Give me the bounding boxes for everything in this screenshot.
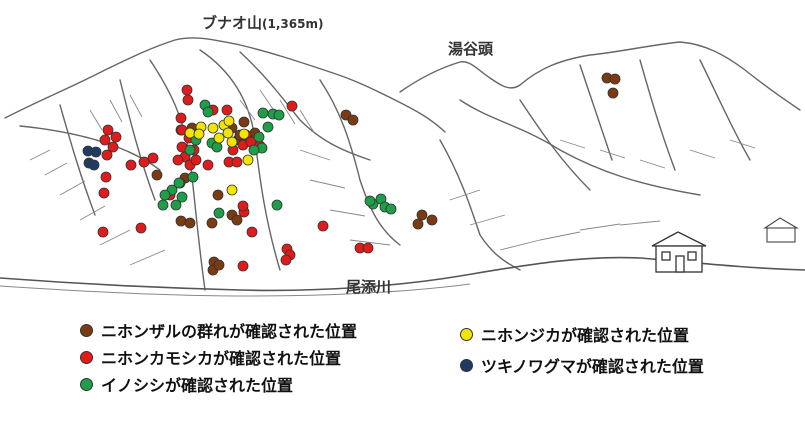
monkey-sighting-dot (609, 73, 621, 85)
boar-sighting-dot (202, 106, 214, 118)
boar-sighting-dot (262, 121, 274, 133)
mountain-sketch (4, 37, 801, 291)
deer-sighting-dot (193, 128, 205, 140)
legend-serow-label: ニホンカモシカが確認された位置 (101, 349, 342, 368)
monkey-sighting-dot (416, 209, 428, 221)
serow-sighting-dot (175, 112, 187, 124)
boar-sighting-dot (184, 144, 196, 156)
peak-elevation: (1,365m) (262, 17, 324, 31)
serow-sighting-dot (190, 154, 202, 166)
monkey-sighting-dot (412, 218, 424, 230)
legend-bear: ツキノワグマが確認された位置 (460, 353, 704, 377)
bear-sighting-dot (88, 159, 100, 171)
boar-sighting-dot (157, 199, 169, 211)
legend-boar: イノシシが確認された位置 (80, 372, 293, 396)
serow-sighting-dot (237, 200, 249, 212)
serow-sighting-dot (138, 156, 150, 168)
legend-deer-dot (460, 327, 473, 341)
deer-sighting-dot (226, 184, 238, 196)
legend-bear-dot (460, 358, 473, 372)
deer-sighting-dot (184, 127, 196, 139)
boar-sighting-dot (211, 141, 223, 153)
serow-sighting-dot (231, 156, 243, 168)
peak-label: ブナオ山(1,365m) (202, 12, 323, 33)
monkey-sighting-dot (206, 217, 218, 229)
deer-sighting-dot (223, 115, 235, 127)
serow-sighting-dot (110, 131, 122, 143)
legend-deer-label: ニホンジカが確認された位置 (481, 326, 690, 345)
hatch-texture (29, 89, 756, 266)
serow-sighting-dot (317, 220, 329, 232)
boar-sighting-dot (213, 207, 225, 219)
sketch-map (0, 37, 805, 297)
legend-serow: ニホンカモシカが確認された位置 (80, 345, 341, 369)
monkey-sighting-dot (175, 215, 187, 227)
boar-sighting-dot (257, 107, 269, 119)
deer-sighting-dot (238, 128, 250, 140)
serow-sighting-dot (221, 104, 233, 116)
legend-boar-dot (80, 377, 93, 391)
deer-sighting-dot (242, 154, 254, 166)
boar-sighting-dot (271, 199, 283, 211)
serow-sighting-dot (99, 134, 111, 146)
serow-sighting-dot (102, 124, 114, 136)
boar-sighting-dot (176, 191, 188, 203)
legend-bear-label: ツキノワグマが確認された位置 (481, 357, 704, 376)
boar-sighting-dot (253, 131, 265, 143)
summit-label: 湯谷頭 (448, 40, 494, 58)
lodge-building (651, 231, 707, 273)
serow-sighting-dot (280, 254, 292, 266)
deer-sighting-dot (226, 136, 238, 148)
boar-sighting-dot (385, 203, 397, 215)
monkey-sighting-dot (607, 87, 619, 99)
serow-sighting-dot (182, 94, 194, 106)
boar-sighting-dot (187, 171, 199, 183)
serow-sighting-dot (98, 187, 110, 199)
serow-sighting-dot (100, 171, 112, 183)
serow-sighting-dot (237, 260, 249, 272)
boar-sighting-dot (159, 189, 171, 201)
boar-sighting-dot (248, 144, 260, 156)
monkey-sighting-dot (231, 214, 243, 226)
legend-serow-dot (80, 350, 93, 364)
serow-sighting-dot (107, 141, 119, 153)
monkey-sighting-dot (238, 116, 250, 128)
boar-sighting-dot (364, 195, 376, 207)
monkey-sighting-dot (212, 189, 224, 201)
serow-sighting-dot (147, 152, 159, 164)
serow-sighting-dot (135, 222, 147, 234)
boar-sighting-dot (170, 199, 182, 211)
legend-monkey: ニホンザルの群れが確認された位置 (80, 318, 357, 342)
serow-sighting-dot (172, 154, 184, 166)
monkey-sighting-dot (151, 169, 163, 181)
serow-sighting-dot (246, 226, 258, 238)
serow-sighting-dot (125, 159, 137, 171)
legend-monkey-label: ニホンザルの群れが確認された位置 (101, 322, 358, 341)
serow-sighting-dot (181, 84, 193, 96)
river-label: 尾添川 (346, 278, 392, 296)
small-house (763, 217, 800, 243)
bear-sighting-dot (90, 146, 102, 158)
serow-sighting-dot (362, 242, 374, 254)
river-bank (0, 283, 471, 297)
legend-monkey-dot (80, 323, 93, 337)
deer-sighting-dot (213, 132, 225, 144)
monkey-sighting-dot (184, 217, 196, 229)
serow-sighting-dot (97, 226, 109, 238)
monkey-sighting-dot (213, 259, 225, 271)
legend-deer: ニホンジカが確認された位置 (460, 322, 689, 346)
serow-sighting-dot (101, 149, 113, 161)
deer-sighting-dot (207, 122, 219, 134)
legend-boar-label: イノシシが確認された位置 (101, 376, 294, 395)
monkey-sighting-dot (426, 214, 438, 226)
deer-sighting-dot (222, 127, 234, 139)
boar-sighting-dot (173, 177, 185, 189)
serow-sighting-dot (202, 159, 214, 171)
peak-name: ブナオ山 (202, 14, 263, 32)
monkey-sighting-dot (347, 114, 359, 126)
boar-sighting-dot (273, 109, 285, 121)
serow-sighting-dot (286, 100, 298, 112)
